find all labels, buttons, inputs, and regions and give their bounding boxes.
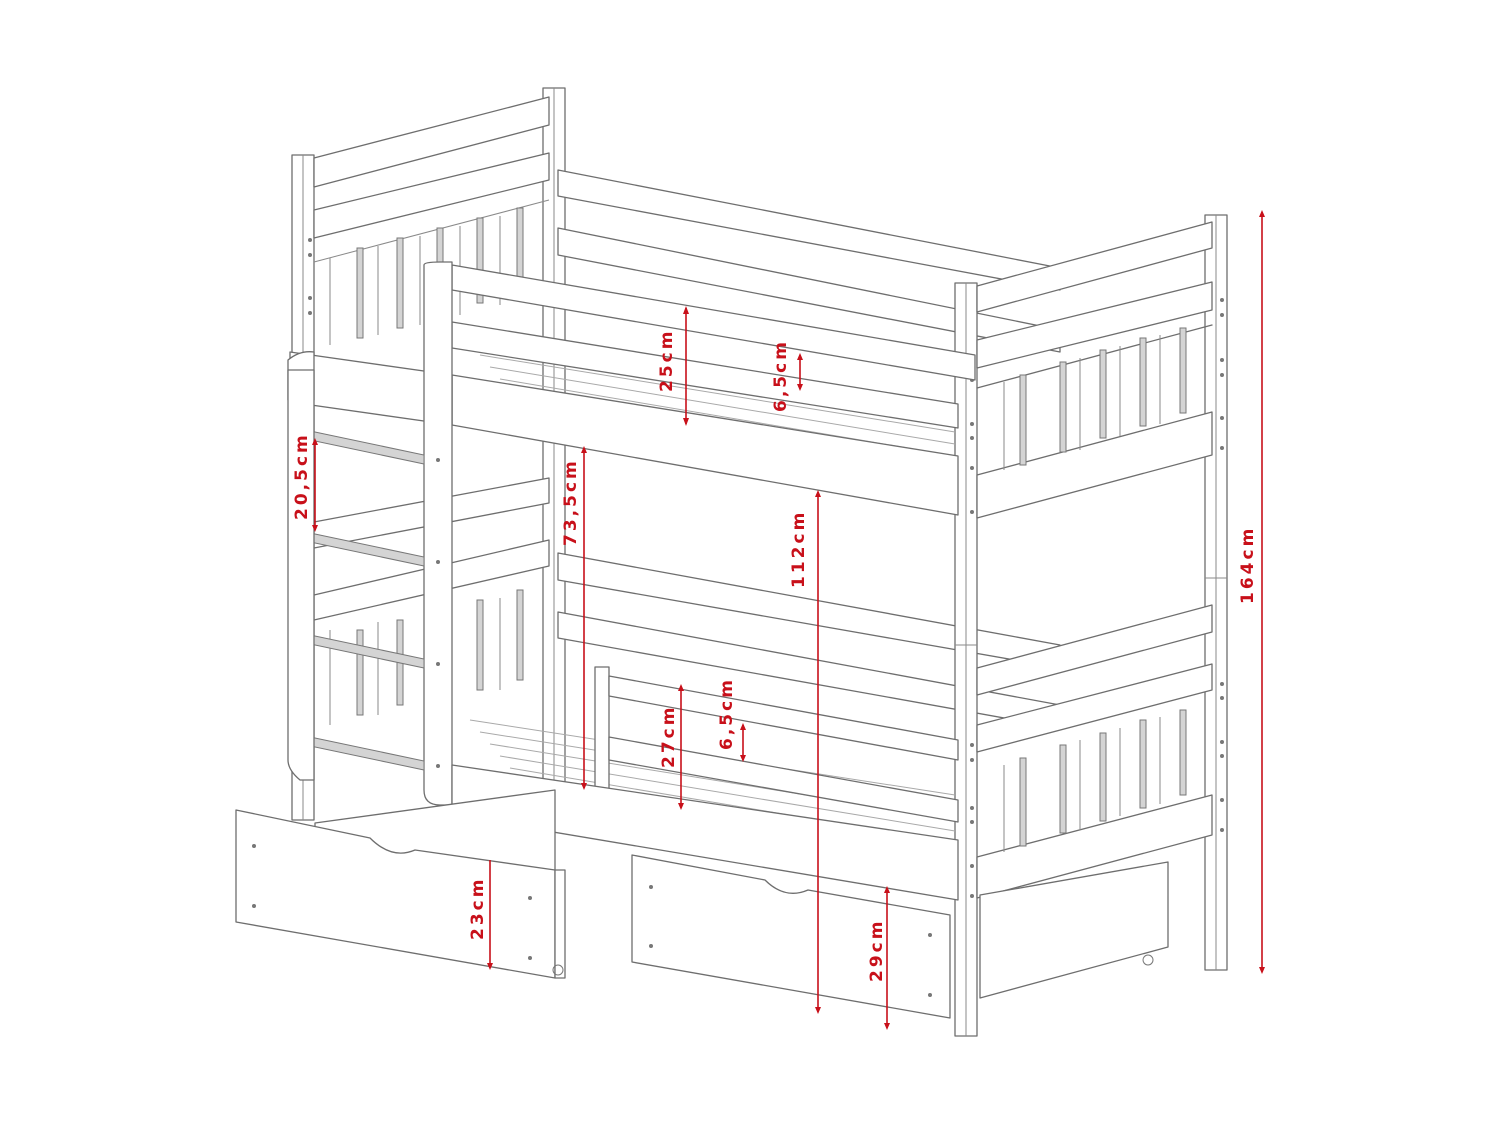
dim-upper-mattress-height: 6,5cm — [771, 339, 791, 412]
dim-ladder-rung-spacing: 20,5cm — [292, 432, 312, 520]
drawer-right — [631, 854, 1169, 1019]
drawer-left — [235, 789, 566, 979]
ladder — [287, 369, 440, 781]
dim-drawer-right-height: 29cm — [867, 918, 887, 982]
dim-upper-guard-height: 25cm — [657, 328, 677, 392]
dimension-lines — [312, 210, 1265, 1030]
dim-clearance-between-beds: 73,5cm — [561, 458, 581, 546]
dim-drawer-left-height: 23cm — [468, 876, 488, 940]
dim-lower-guard-height: 27cm — [659, 704, 679, 768]
right-footboard — [954, 214, 1228, 1037]
dim-total-height: 164cm — [1238, 525, 1258, 604]
back-rails — [557, 169, 1061, 729]
upper-bed — [287, 261, 976, 806]
lower-bed — [451, 666, 959, 901]
dim-floor-to-upper-bed: 112cm — [789, 509, 809, 588]
dim-lower-mattress-height: 6,5cm — [717, 677, 737, 750]
